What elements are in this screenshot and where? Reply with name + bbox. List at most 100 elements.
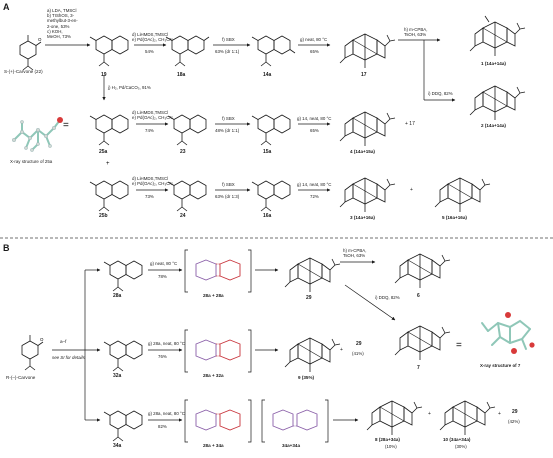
- compound-18a-structure: [165, 35, 210, 67]
- compound-19-structure: [89, 35, 129, 67]
- conditions-mcpba-2: h) m-CPBA, TsOH, 63%: [343, 248, 367, 259]
- product-6-structure: [394, 253, 451, 289]
- svg-text:=: =: [63, 120, 69, 131]
- compound-28a-structure: [103, 260, 143, 292]
- panel-a-label: A: [3, 2, 10, 12]
- conditions-de-1: d) LiHMDS,TMSCl e) Pd(OAc)₂, CH₃CN: [132, 32, 173, 43]
- yield-sbx-1: 63% (dr 1:1): [215, 49, 240, 54]
- panel-a: O: [12, 15, 526, 213]
- label-18a: 18a: [177, 72, 186, 78]
- label-29-b: 29: [356, 341, 362, 347]
- cond-b1: g) neat, 80 °C: [150, 261, 178, 266]
- product-7-label: 7: [417, 365, 420, 371]
- product-3-structure: [339, 177, 396, 213]
- compound-16a-structure: [251, 180, 291, 212]
- product-9-structure: [284, 337, 341, 373]
- product-8-label: 8 (28a+34a): [375, 437, 400, 442]
- plus-sign-b1: +: [340, 347, 343, 353]
- svg-text:+: +: [106, 161, 110, 167]
- conditions-abc: a) LDA, TMSCl b) TIShOS, 3- methylbut-3-…: [47, 8, 78, 40]
- compound-34a-structure: [103, 410, 143, 442]
- label-24: 24: [180, 213, 186, 219]
- cond-neat-1: g) neat, 80 °C: [300, 37, 328, 42]
- product-10-yield: (30%): [455, 444, 467, 449]
- product-5-structure: [434, 177, 491, 213]
- xray-7-label: X-ray structure of 7: [480, 363, 521, 368]
- plus-sign-b2: +: [428, 411, 431, 417]
- cond-b2: g) 28a, neat, 80 °C: [148, 341, 185, 346]
- cond-b3: g) 28a, neat, 80 °C: [148, 411, 185, 416]
- product-5-label: 5 (16a+16a): [442, 215, 467, 220]
- cond-sbx-1: f) SBX: [222, 37, 235, 42]
- panel-b-label: B: [3, 243, 10, 253]
- xray-7-image: [481, 312, 535, 354]
- product-10-structure: [439, 400, 496, 436]
- ts-34a-34a: [261, 399, 329, 443]
- yield-b3: 82%: [158, 424, 167, 429]
- cond-neat-3: g) 14, neat, 80 °C: [297, 182, 332, 187]
- compound-25a-structure: [89, 114, 129, 146]
- ts-3-label: 28a + 34a: [203, 443, 224, 448]
- yield-b2: 76%: [158, 354, 167, 359]
- yield-neat-3: 72%: [310, 194, 319, 199]
- product-3-label: 3 (14a+16a): [350, 215, 375, 220]
- product-1-label: 1 (14a+14a): [481, 61, 506, 66]
- yield-neat-2: 65%: [310, 128, 319, 133]
- product-2-label: 2 (14a+14a): [481, 123, 506, 128]
- cond-sbx-3: f) SBX: [222, 182, 235, 187]
- start-carvone-label: S-(+)-Carvone (22): [4, 69, 43, 74]
- product-7-structure: [394, 325, 451, 361]
- label-16a: 16a: [263, 213, 272, 219]
- r-carvone-label: R-(–)-Carvone: [6, 375, 36, 380]
- product-4-structure: [339, 111, 396, 147]
- label-15a: 15a: [263, 149, 272, 155]
- svg-text:=: =: [456, 340, 462, 351]
- product-8-yield: (10%): [385, 444, 397, 449]
- product-1-structure: [469, 15, 526, 57]
- ts-28a-32a: [184, 329, 252, 373]
- product-8-structure: [366, 400, 423, 436]
- panel-b: O =: [21, 249, 535, 443]
- label-34a: 34a: [113, 443, 122, 449]
- svg-text:O: O: [38, 37, 42, 42]
- conditions-mcpba-1: h) m-CPBA, TsOH, 63%: [404, 27, 428, 38]
- xray-25a-label: X-ray structure of 25a: [10, 159, 53, 164]
- compound-24-structure: [167, 180, 207, 212]
- plus-sign-a: +: [410, 187, 413, 193]
- product-6-label: 6: [417, 293, 420, 299]
- label-25a: 25a: [99, 149, 108, 155]
- label-25b: 25b: [99, 213, 108, 219]
- label-17: 17: [361, 72, 367, 78]
- see-si-note: see SI for details: [52, 355, 85, 360]
- cond-sbx-2: f) SBX: [222, 116, 235, 121]
- cond-ddq-1: i) DDQ, 82%: [428, 91, 453, 96]
- carvone-22-structure: O: [19, 35, 42, 71]
- cond-h2: j) H₂, Pd/CaCO₃, 91%: [108, 85, 151, 90]
- product-10-label: 10 (34a+34a): [443, 437, 471, 442]
- ts-1-label: 28a + 28a: [203, 293, 224, 298]
- yield-neat-1: 65%: [310, 49, 319, 54]
- yield-b1: 78%: [158, 274, 167, 279]
- yield-18a: 54%: [145, 49, 154, 54]
- conditions-de-2: d) LiHMDS,TMSCl e) Pd(OAc)₂, CH₃CN: [132, 110, 173, 121]
- compound-23-structure: [167, 114, 207, 146]
- label-32a: 32a: [113, 373, 122, 379]
- yield-23: 74%: [145, 128, 154, 133]
- r-carvone-structure: O: [21, 335, 44, 371]
- compound-17-structure: [339, 33, 396, 69]
- yield-24: 73%: [145, 194, 154, 199]
- product-4-label: 4 (14a+15a): [350, 149, 375, 154]
- cond-neat-2: g) 14, neat, 80 °C: [297, 116, 332, 121]
- label-23: 23: [180, 149, 186, 155]
- yield-sbx-3: 63% (dr 1:3): [215, 194, 240, 199]
- ts-28a-34a: [184, 399, 252, 443]
- conditions-de-3: d) LiHMDS,TMSCl e) Pd(OAc)₂, CH₃CN: [132, 176, 173, 187]
- svg-text:O: O: [40, 337, 44, 342]
- yield-29-c: (42%): [508, 419, 520, 424]
- yield-sbx-2: 48% (dr 1:1): [215, 128, 240, 133]
- product-2-structure: [469, 85, 526, 121]
- ts-4-label: 34a+34a: [282, 443, 301, 448]
- label-29-c: 29: [512, 409, 518, 415]
- plus-17: + 17: [405, 121, 415, 127]
